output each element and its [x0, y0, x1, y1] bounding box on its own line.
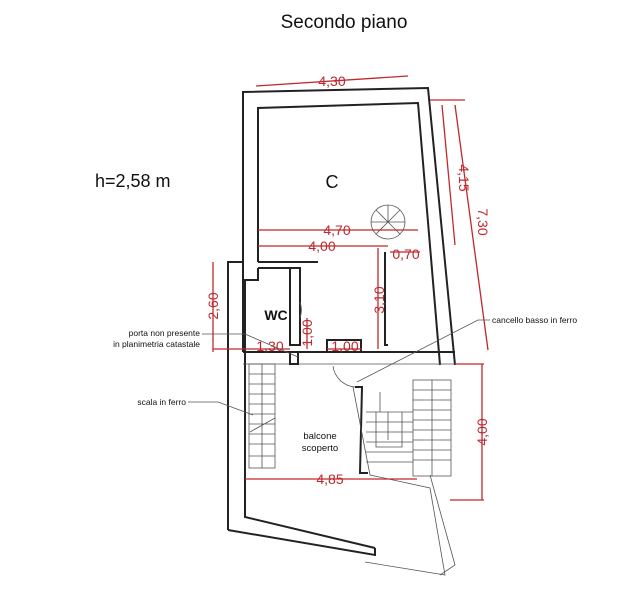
room-label-c: C — [326, 172, 339, 192]
note-scala: scala in ferro — [137, 397, 186, 407]
walls — [227, 86, 456, 576]
dim-wc-height: 2,60 — [205, 292, 221, 319]
dim-balcony-height: 4,00 — [474, 418, 490, 445]
dim-balcony-width: 4,85 — [316, 471, 343, 487]
dim-spiral: 0,70 — [392, 246, 419, 262]
plan-title: Secondo piano — [281, 12, 408, 33]
room-label-balcone: balcone — [303, 431, 336, 442]
ceiling-height-label: h=2,58 m — [95, 171, 171, 191]
note-porta-line2: in planimetria catastale — [113, 339, 200, 349]
dim-width-470: 4,70 — [323, 222, 350, 238]
dim-door2: 1,00 — [331, 338, 358, 354]
dim-door1: 1,00 — [299, 319, 315, 346]
spiral-stair-icon — [370, 204, 406, 240]
room-label-scoperto: scoperto — [302, 443, 338, 454]
leader-lines — [188, 319, 490, 416]
right-stairs — [366, 379, 452, 477]
dim-right-total: 7,30 — [475, 208, 491, 235]
dimension-lines — [212, 75, 489, 501]
dim-right-upper: 4,15 — [456, 164, 472, 191]
room-label-wc: WC — [264, 307, 287, 323]
dim-width-400: 4,00 — [308, 238, 335, 254]
note-porta-line1: porta non presente — [129, 328, 201, 338]
dim-top-width: 4,30 — [318, 73, 345, 89]
left-stairs — [248, 363, 276, 469]
note-cancello: cancello basso in ferro — [492, 315, 577, 325]
dim-corridor-height: 3,10 — [371, 286, 387, 313]
